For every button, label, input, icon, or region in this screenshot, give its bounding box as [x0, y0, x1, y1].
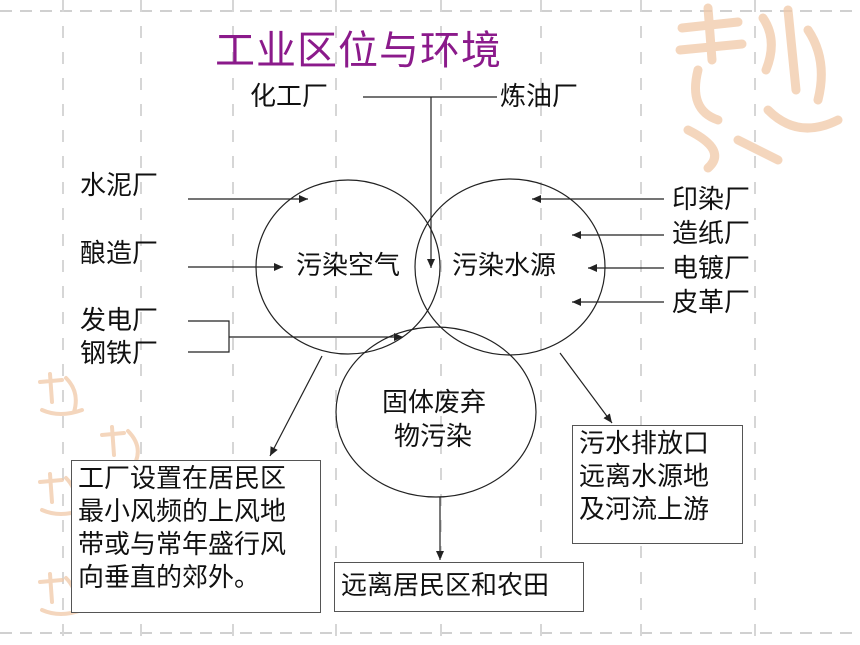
advice-box-solid: 远离居民区和农田	[334, 562, 584, 612]
factory-label-paper: 造纸厂	[672, 219, 751, 249]
decorative-dashed-column	[62, 0, 64, 645]
decorative-dashed-column	[640, 0, 642, 645]
factory-label-steel: 钢铁厂	[80, 339, 159, 369]
decorative-dashed-column	[440, 0, 442, 645]
arrow-air-advice	[269, 355, 323, 457]
advice-air-line: 带或与常年盛行风	[78, 530, 287, 560]
small-seal-mark-icon	[100, 425, 140, 463]
decorative-dashed-column	[232, 0, 234, 645]
decorative-dashed-column	[754, 0, 756, 645]
advice-air-line: 向垂直的郊外。	[78, 563, 261, 593]
advice-box-air: 工厂设置在居民区 最小风频的上风地 带或与常年盛行风 向垂直的郊外。	[71, 460, 321, 613]
factory-label-plating: 电镀厂	[672, 254, 751, 284]
calligraphy-watermark-icon	[675, 3, 843, 173]
factory-label-leather: 皮革厂	[672, 288, 751, 318]
page-title: 工业区位与环境	[215, 28, 502, 74]
circle-solid-waste	[335, 326, 537, 498]
advice-water-line: 及河流上游	[579, 495, 710, 525]
circle-label-solid-line2: 物污染	[394, 422, 473, 452]
decorative-dashed-column	[540, 0, 542, 645]
advice-solid-line: 远离居民区和农田	[341, 571, 550, 601]
arrow-water-advice	[559, 352, 613, 424]
advice-box-water: 污水排放口 远离水源地 及河流上游	[572, 425, 743, 544]
circle-label-air: 污染空气	[296, 251, 401, 281]
bracket-power-steel	[188, 320, 230, 353]
factory-label-refinery: 炼油厂	[500, 82, 579, 112]
small-seal-mark-icon	[38, 572, 84, 616]
decorative-dashed-line-top	[0, 10, 860, 12]
factory-label-power: 发电厂	[80, 306, 159, 336]
factory-label-brewery: 酿造厂	[80, 239, 159, 269]
factory-label-dyeing: 印染厂	[672, 185, 751, 215]
factory-label-cement: 水泥厂	[80, 171, 159, 201]
decorative-dashed-line-bottom	[0, 632, 860, 634]
advice-air-line: 最小风频的上风地	[78, 497, 287, 527]
decorative-dashed-column	[140, 0, 142, 645]
circle-label-solid-line1: 固体废弃	[382, 388, 487, 418]
factory-label-chemical: 化工厂	[250, 82, 329, 112]
advice-air-line: 工厂设置在居民区	[78, 464, 287, 494]
small-seal-mark-icon	[38, 372, 84, 416]
advice-water-line: 污水排放口	[579, 429, 710, 459]
small-seal-mark-icon	[38, 472, 84, 516]
decorative-dashed-column	[335, 0, 337, 645]
advice-water-line: 远离水源地	[579, 462, 710, 492]
circle-label-water: 污染水源	[452, 251, 557, 281]
